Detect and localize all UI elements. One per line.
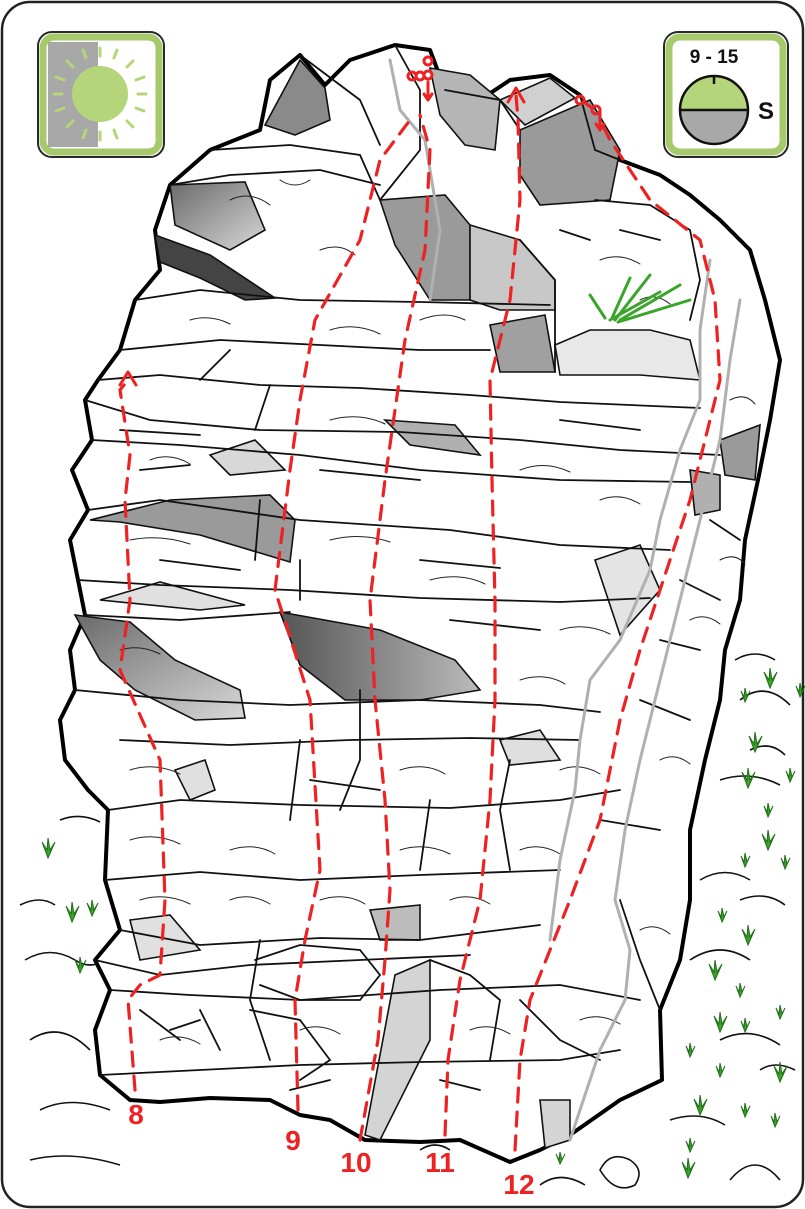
route-label-9: 9 — [285, 1125, 301, 1156]
route-label-12: 12 — [503, 1169, 534, 1200]
sun-badge — [38, 32, 164, 157]
route-label-8: 8 — [128, 1099, 144, 1130]
sun-hours-label: 9 - 15 — [690, 47, 739, 68]
aspect-label: S — [758, 98, 774, 125]
orientation-badge: 9 - 15 S — [664, 32, 788, 157]
route-label-11: 11 — [425, 1147, 455, 1178]
compass-icon — [680, 76, 748, 144]
route-label-10: 10 — [340, 1147, 371, 1178]
